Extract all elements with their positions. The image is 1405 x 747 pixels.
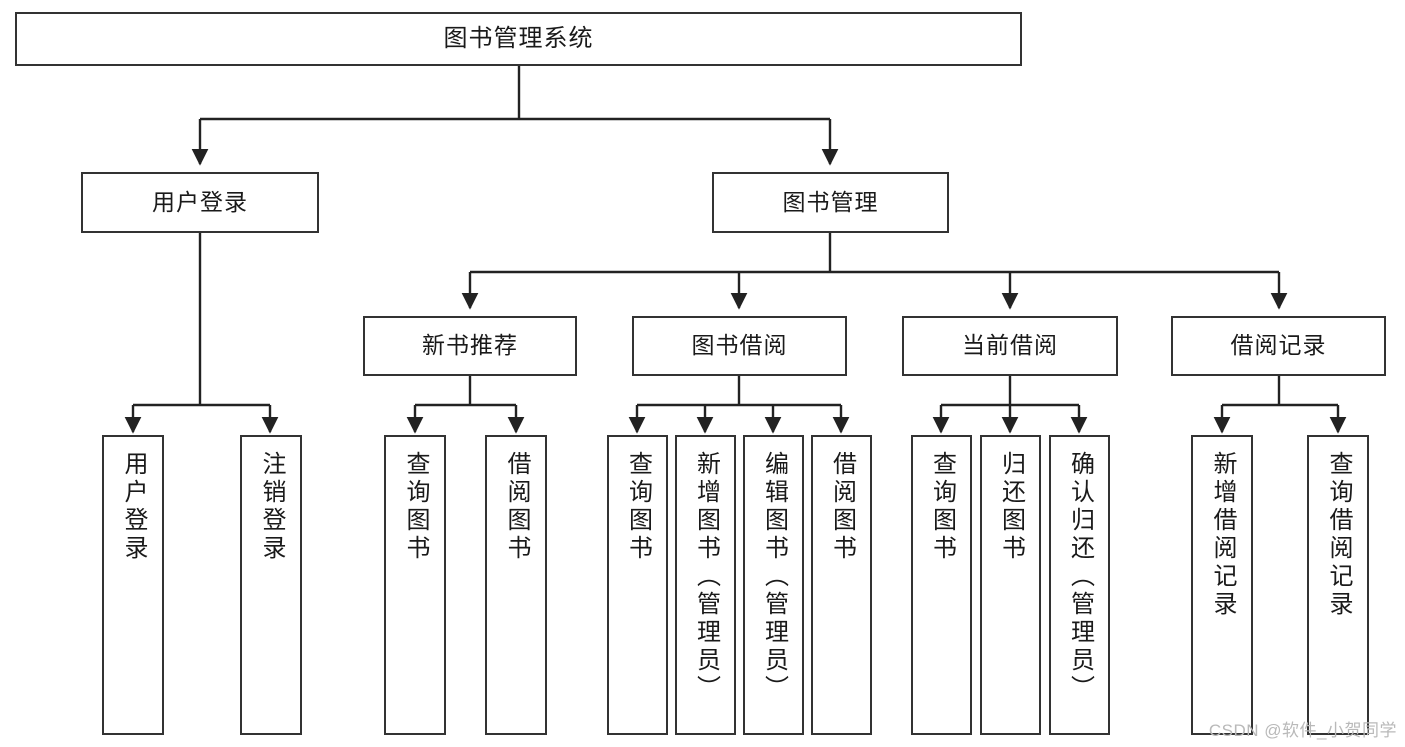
node-user-login[interactable]: 用户登录 [81,172,319,233]
node-label: 借阅图书 [503,451,530,563]
node-label: 图书管理 [782,188,879,215]
leaf-add-book-admin[interactable]: 新增图书（管理员） [675,435,736,735]
node-current-borrow[interactable]: 当前借阅 [902,316,1118,376]
node-borrow-record[interactable]: 借阅记录 [1171,316,1386,376]
csdn-watermark: CSDN @软件_小贺同学 [1208,721,1397,740]
node-label: 新增借阅记录 [1209,451,1236,619]
leaf-edit-book-admin[interactable]: 编辑图书（管理员） [743,435,804,735]
node-label: 借阅记录 [1230,332,1327,359]
node-book-borrow[interactable]: 图书借阅 [632,316,847,376]
node-book-management[interactable]: 图书管理 [712,172,949,233]
node-label: 图书管理系统 [443,24,594,52]
node-label: 归还图书 [997,451,1025,563]
leaf-confirm-return-admin[interactable]: 确认归还（管理员） [1049,435,1110,735]
node-label: 用户登录 [152,188,248,215]
node-label: 新增图书（管理员） [692,451,720,703]
leaf-borrow-book-recommend[interactable]: 借阅图书 [485,435,547,735]
leaf-logout-login[interactable]: 注销登录 [240,435,302,735]
leaf-query-book-recommend[interactable]: 查询图书 [384,435,446,735]
node-label: 用户登录 [120,451,147,563]
node-label: 编辑图书（管理员） [760,451,788,703]
leaf-return-book[interactable]: 归还图书 [980,435,1041,735]
node-label: 借阅图书 [828,451,856,563]
leaf-query-borrow-record[interactable]: 查询借阅记录 [1307,435,1369,735]
node-label: 查询图书 [928,451,956,563]
leaf-query-book-borrow[interactable]: 查询图书 [607,435,668,735]
leaf-user-login[interactable]: 用户登录 [102,435,164,735]
node-label: 新书推荐 [422,332,518,359]
node-label: 当前借阅 [962,332,1058,359]
leaf-query-book-current[interactable]: 查询图书 [911,435,972,735]
node-label: 查询图书 [402,451,429,563]
node-label: 图书借阅 [691,332,788,359]
node-root-system[interactable]: 图书管理系统 [15,12,1022,66]
node-label: 确认归还（管理员） [1066,451,1094,703]
node-label: 注销登录 [258,451,285,563]
node-label: 查询借阅记录 [1325,451,1352,619]
leaf-add-borrow-record[interactable]: 新增借阅记录 [1191,435,1253,735]
leaf-borrow-book[interactable]: 借阅图书 [811,435,872,735]
node-new-book-recommend[interactable]: 新书推荐 [363,316,577,376]
node-label: 查询图书 [624,451,652,563]
